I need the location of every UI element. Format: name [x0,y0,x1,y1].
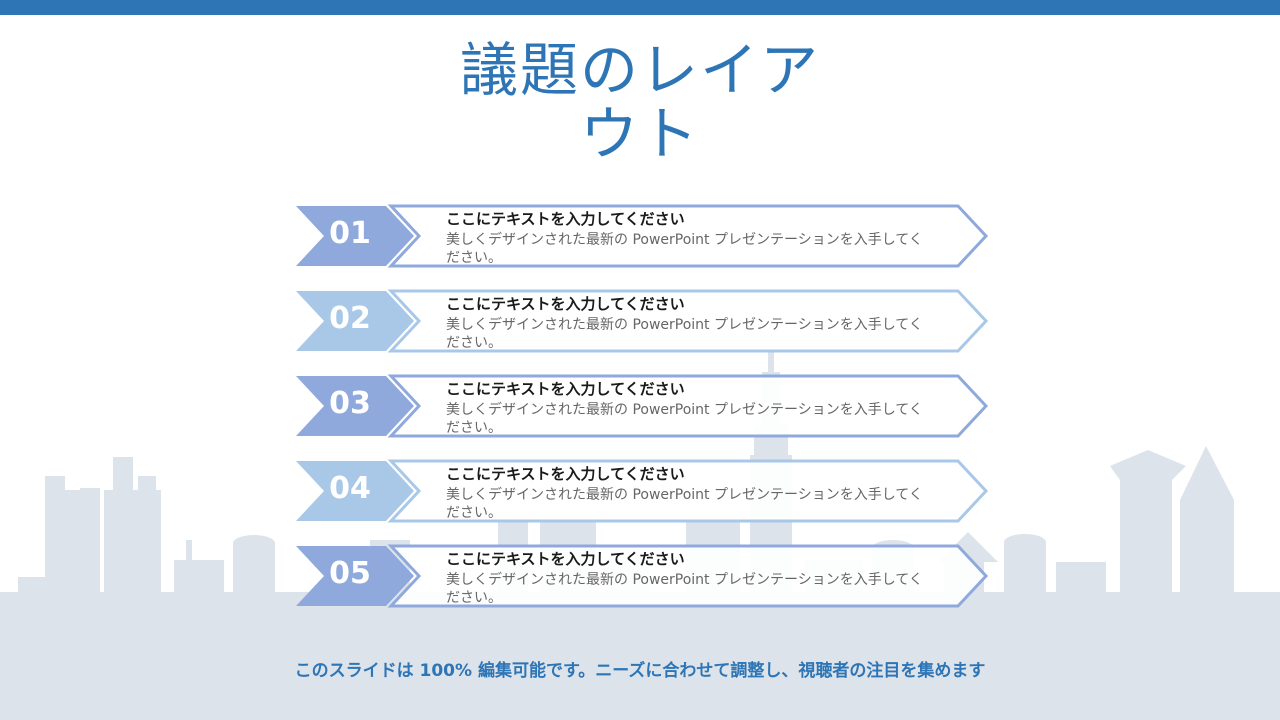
item-description: 美しくデザインされた最新の PowerPoint プレゼンテーションを入手してく… [446,487,923,521]
chevron-text-frame [387,374,989,438]
item-description: 美しくデザインされた最新の PowerPoint プレゼンテーションを入手してく… [446,232,923,266]
agenda-item: 03 ここにテキストを入力してください 美しくデザインされた最新の PowerP… [0,370,1280,440]
item-number: 03 [329,386,371,421]
agenda-item: 04 ここにテキストを入力してください 美しくデザインされた最新の PowerP… [0,455,1280,525]
chevron-text-frame [387,544,989,608]
number-chevron-badge [296,546,414,606]
page-title: 議題のレイアウト [459,36,820,168]
number-chevron-badge [296,206,414,266]
item-number: 01 [329,216,371,251]
agenda-item-shapes [296,204,989,268]
agenda-item: 05 ここにテキストを入力してください 美しくデザインされた最新の PowerP… [0,540,1280,610]
item-description: 美しくデザインされた最新の PowerPoint プレゼンテーションを入手してく… [446,317,923,351]
footer-caption: このスライドは 100% 編集可能です。ニーズに合わせて調整し、視聴者の注目を集… [294,661,986,681]
item-description: 美しくデザインされた最新の PowerPoint プレゼンテーションを入手してく… [446,572,923,606]
item-title: ここにテキストを入力してください [446,295,685,313]
number-chevron-badge [296,461,414,521]
item-number: 04 [329,471,371,506]
agenda-item: 02 ここにテキストを入力してください 美しくデザインされた最新の PowerP… [0,285,1280,355]
chevron-text-frame [387,204,989,268]
item-number: 02 [329,301,371,336]
item-title: ここにテキストを入力してください [446,210,685,228]
agenda-item-shapes [296,544,989,608]
chevron-text-frame [387,459,989,523]
number-chevron-badge [296,291,414,351]
item-title: ここにテキストを入力してください [446,465,685,483]
item-title: ここにテキストを入力してください [446,550,685,568]
agenda-item: 01 ここにテキストを入力してください 美しくデザインされた最新の PowerP… [0,200,1280,270]
item-description: 美しくデザインされた最新の PowerPoint プレゼンテーションを入手してく… [446,402,923,436]
number-chevron-badge [296,376,414,436]
agenda-item-shapes [296,289,989,353]
item-number: 05 [329,556,371,591]
chevron-text-frame [387,289,989,353]
agenda-item-shapes [296,459,989,523]
item-title: ここにテキストを入力してください [446,380,685,398]
agenda-item-shapes [296,374,989,438]
top-accent-bar [0,0,1280,15]
